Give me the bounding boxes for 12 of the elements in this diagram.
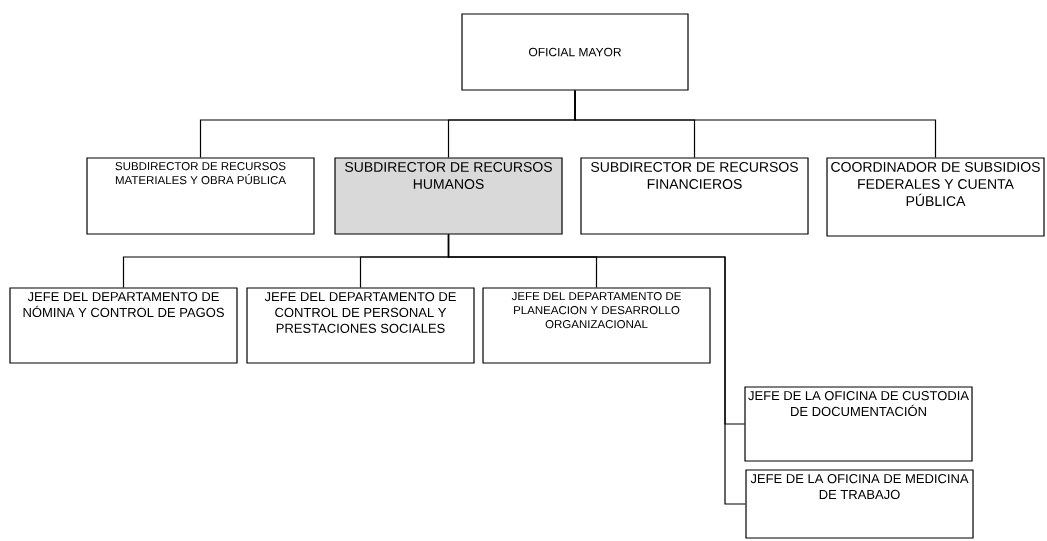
position-box: JEFE DEL DEPARTAMENTO DE NÓMINA Y CONTROL DE PAGOS (9, 287, 238, 364)
position-box: OFICIAL MAYOR (461, 13, 689, 91)
connector-line (574, 90, 937, 158)
position-box: JEFE DEL DEPARTAMENTO DE CONTROL DE PERSONAL Y PRESTACIONES SOCIALES (246, 287, 475, 364)
position-box: JEFE DE LA OFICINA DE CUSTODIA DE DOCUMENTACIÓN (744, 386, 973, 462)
highlighted-position-box: SUBDIRECTOR DE RECURSOS HUMANOS (334, 157, 563, 235)
position-box: JEFE DEL DEPARTAMENTO DE PLANEACION Y DESARROLLO ORGANIZACIONAL (482, 287, 711, 364)
connector-line (447, 234, 746, 505)
position-box: JEFE DE LA OFICINA DE MEDICINA DE TRABAJO (745, 469, 974, 539)
position-box: SUBDIRECTOR DE RECURSOS FINANCIEROS (580, 157, 809, 235)
position-box: COORDINADOR DE SUBSIDIOS FEDERALES Y CUENTA PÚBLICA (826, 157, 1045, 237)
position-box: SUBDIRECTOR DE RECURSOS MATERIALES Y OBRA PÚBLICA (86, 157, 315, 235)
